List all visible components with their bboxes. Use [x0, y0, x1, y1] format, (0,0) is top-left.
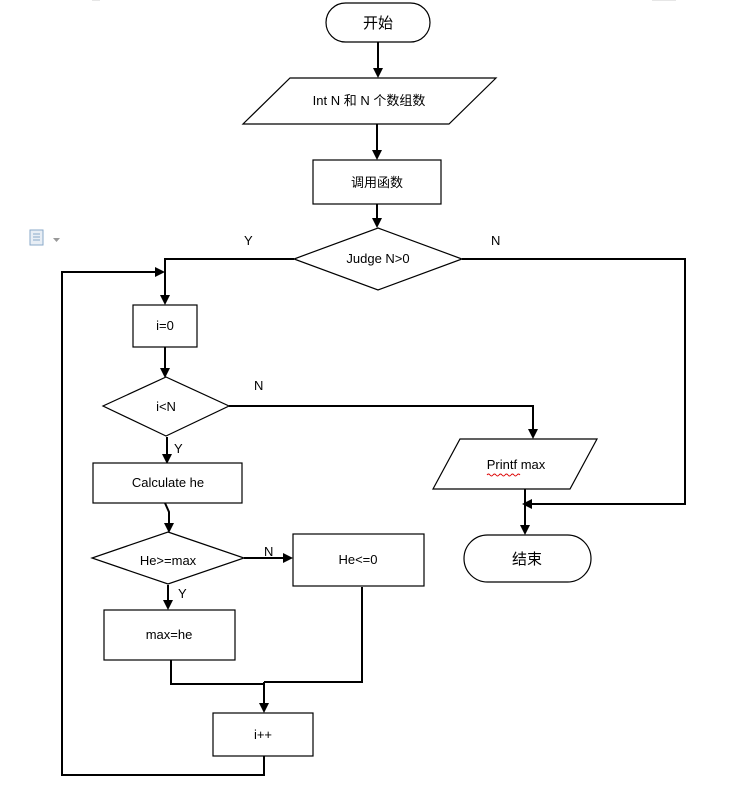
calc-label: Calculate he — [132, 475, 204, 490]
edge-loop-no — [229, 405, 538, 439]
start-label: 开始 — [363, 15, 393, 32]
call-node: 调用函数 — [312, 159, 442, 205]
judge-node: Judge N>0 — [292, 227, 464, 291]
assign-node: max=he — [103, 609, 236, 661]
increment-node: i++ — [212, 712, 314, 757]
edge-judge-yes — [160, 258, 294, 305]
spellcheck-underline — [486, 473, 521, 477]
start-node: 开始 — [325, 2, 431, 43]
judge-label: Judge N>0 — [346, 251, 409, 266]
edge-increment-loopback — [61, 267, 265, 776]
check-label: He<=0 — [338, 552, 377, 567]
check-node: He<=0 — [292, 533, 425, 587]
init-label: i=0 — [156, 318, 174, 333]
dropdown-arrow-icon[interactable] — [53, 238, 60, 242]
loop-no-label: N — [254, 378, 263, 393]
compare-no-label: N — [264, 544, 273, 559]
input-label: Int N 和 N 个数组数 — [313, 93, 426, 108]
compare-yes-label: Y — [178, 586, 187, 601]
compare-label: He>=max — [140, 553, 197, 568]
input-node: Int N 和 N 个数组数 — [241, 77, 498, 125]
increment-label: i++ — [254, 727, 272, 742]
judge-yes-label: Y — [244, 233, 253, 248]
edge-judge-no — [462, 258, 686, 509]
edge-assign-merge — [170, 660, 264, 685]
loop-label: i<N — [156, 399, 176, 414]
edge-calc-compare — [164, 502, 174, 533]
loop-node: i<N — [101, 376, 231, 437]
end-node: 结束 — [463, 534, 592, 583]
call-label: 调用函数 — [351, 175, 403, 190]
output-node: Printf max — [431, 438, 599, 490]
loop-yes-label: Y — [174, 441, 183, 456]
edge-check-merge — [264, 587, 363, 683]
page-layout-icon[interactable] — [29, 229, 44, 246]
judge-no-label: N — [491, 233, 500, 248]
compare-node: He>=max — [90, 531, 246, 585]
calc-node: Calculate he — [92, 462, 243, 504]
assign-label: max=he — [146, 627, 193, 642]
init-node: i=0 — [132, 304, 198, 348]
end-label: 结束 — [512, 551, 542, 568]
output-label: Printf max — [487, 457, 546, 472]
